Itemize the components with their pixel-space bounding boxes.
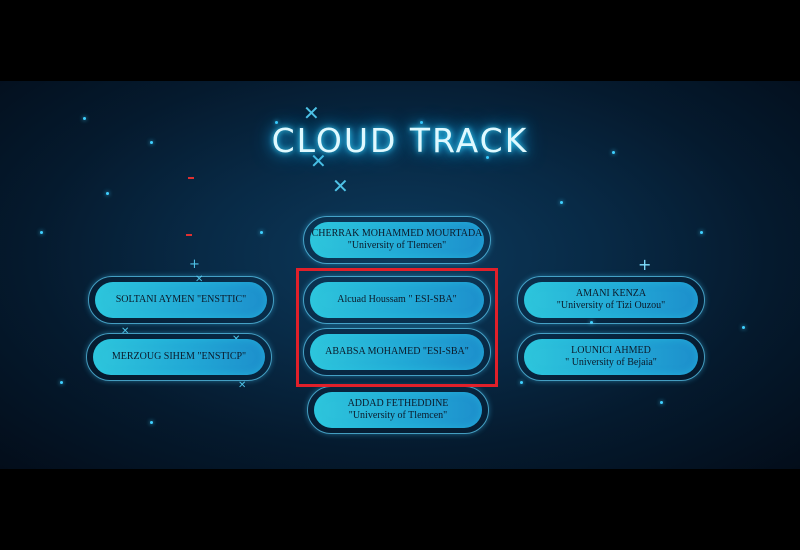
slide-title: CLOUD TRACK: [271, 121, 529, 160]
cross-decoration-icon: ✕: [195, 274, 204, 285]
plus-decoration-icon: +: [638, 255, 652, 274]
glow-dot: [420, 121, 423, 124]
member-card-bottom-center: ADDAD FETHEDDINE "University of Tlemcen": [307, 386, 489, 434]
glow-dot: [560, 201, 563, 204]
member-card-body: ADDAD FETHEDDINE "University of Tlemcen": [314, 392, 482, 428]
member-name: MERZOUG SIHEM "ENSTICP": [111, 351, 247, 362]
member-card-body: LOUNICI AHMED " University of Bejaia": [524, 339, 698, 375]
member-name: LOUNICI AHMED: [571, 345, 651, 356]
member-affiliation: "University of Tlemcen": [347, 240, 447, 251]
glow-dot: [40, 231, 43, 234]
member-name: Alcuad Houssam " ESI-SBA": [337, 294, 457, 305]
red-dash-decoration: [188, 177, 194, 179]
glow-dot: [486, 156, 489, 159]
red-dash-decoration: [186, 234, 192, 236]
glow-dot: [83, 117, 86, 120]
cross-decoration-icon: ✕: [303, 101, 320, 125]
member-card-body: CHERRAK MOHAMMED MOURTADA "University of…: [310, 222, 484, 258]
member-card-body: AMANI KENZA "University of Tizi Ouzou": [524, 282, 698, 318]
cross-decoration-icon: ✕: [238, 380, 247, 391]
member-card-center-1: Alcuad Houssam " ESI-SBA": [303, 276, 491, 324]
member-card-body: Alcuad Houssam " ESI-SBA": [310, 282, 484, 318]
member-card-body: MERZOUG SIHEM "ENSTICP": [93, 339, 265, 375]
member-card-body: SOLTANI AYMEN "ENSTTIC": [95, 282, 267, 318]
member-name: AMANI KENZA: [575, 288, 647, 299]
glow-dot: [742, 326, 745, 329]
glow-dot: [260, 231, 263, 234]
plus-decoration-icon: +: [189, 257, 200, 272]
member-affiliation: "University of Tlemcen": [348, 410, 448, 421]
glow-dot: [660, 401, 663, 404]
member-name: SOLTANI AYMEN "ENSTTIC": [115, 294, 247, 305]
member-card-center-2: ABABSA MOHAMED "ESI-SBA": [303, 328, 491, 376]
glow-dot: [612, 151, 615, 154]
member-card-left-1: SOLTANI AYMEN "ENSTTIC": [88, 276, 274, 324]
glow-dot: [700, 231, 703, 234]
glow-dot: [520, 381, 523, 384]
member-name: ABABSA MOHAMED "ESI-SBA": [325, 346, 469, 357]
glow-dot: [150, 141, 153, 144]
highlight-box: [296, 268, 498, 387]
member-name: ADDAD FETHEDDINE: [347, 398, 449, 409]
member-card-body: ABABSA MOHAMED "ESI-SBA": [310, 334, 484, 370]
glow-dot: [106, 192, 109, 195]
glow-dot: [275, 121, 278, 124]
member-name: CHERRAK MOHAMMED MOURTADA: [311, 228, 483, 239]
cross-decoration-icon: ✕: [310, 149, 327, 173]
cross-decoration-icon: ✕: [332, 174, 349, 198]
member-affiliation: " University of Bejaia": [565, 357, 657, 368]
glow-dot: [590, 321, 593, 324]
glow-dot: [60, 381, 63, 384]
cross-decoration-icon: ✕: [121, 326, 130, 337]
glow-dot: [150, 421, 153, 424]
member-card-right-1: AMANI KENZA "University of Tizi Ouzou": [517, 276, 705, 324]
member-card-left-2: MERZOUG SIHEM "ENSTICP": [86, 333, 272, 381]
member-affiliation: "University of Tizi Ouzou": [556, 300, 666, 311]
member-card-top-center: CHERRAK MOHAMMED MOURTADA "University of…: [303, 216, 491, 264]
member-card-right-2: LOUNICI AHMED " University of Bejaia": [517, 333, 705, 381]
